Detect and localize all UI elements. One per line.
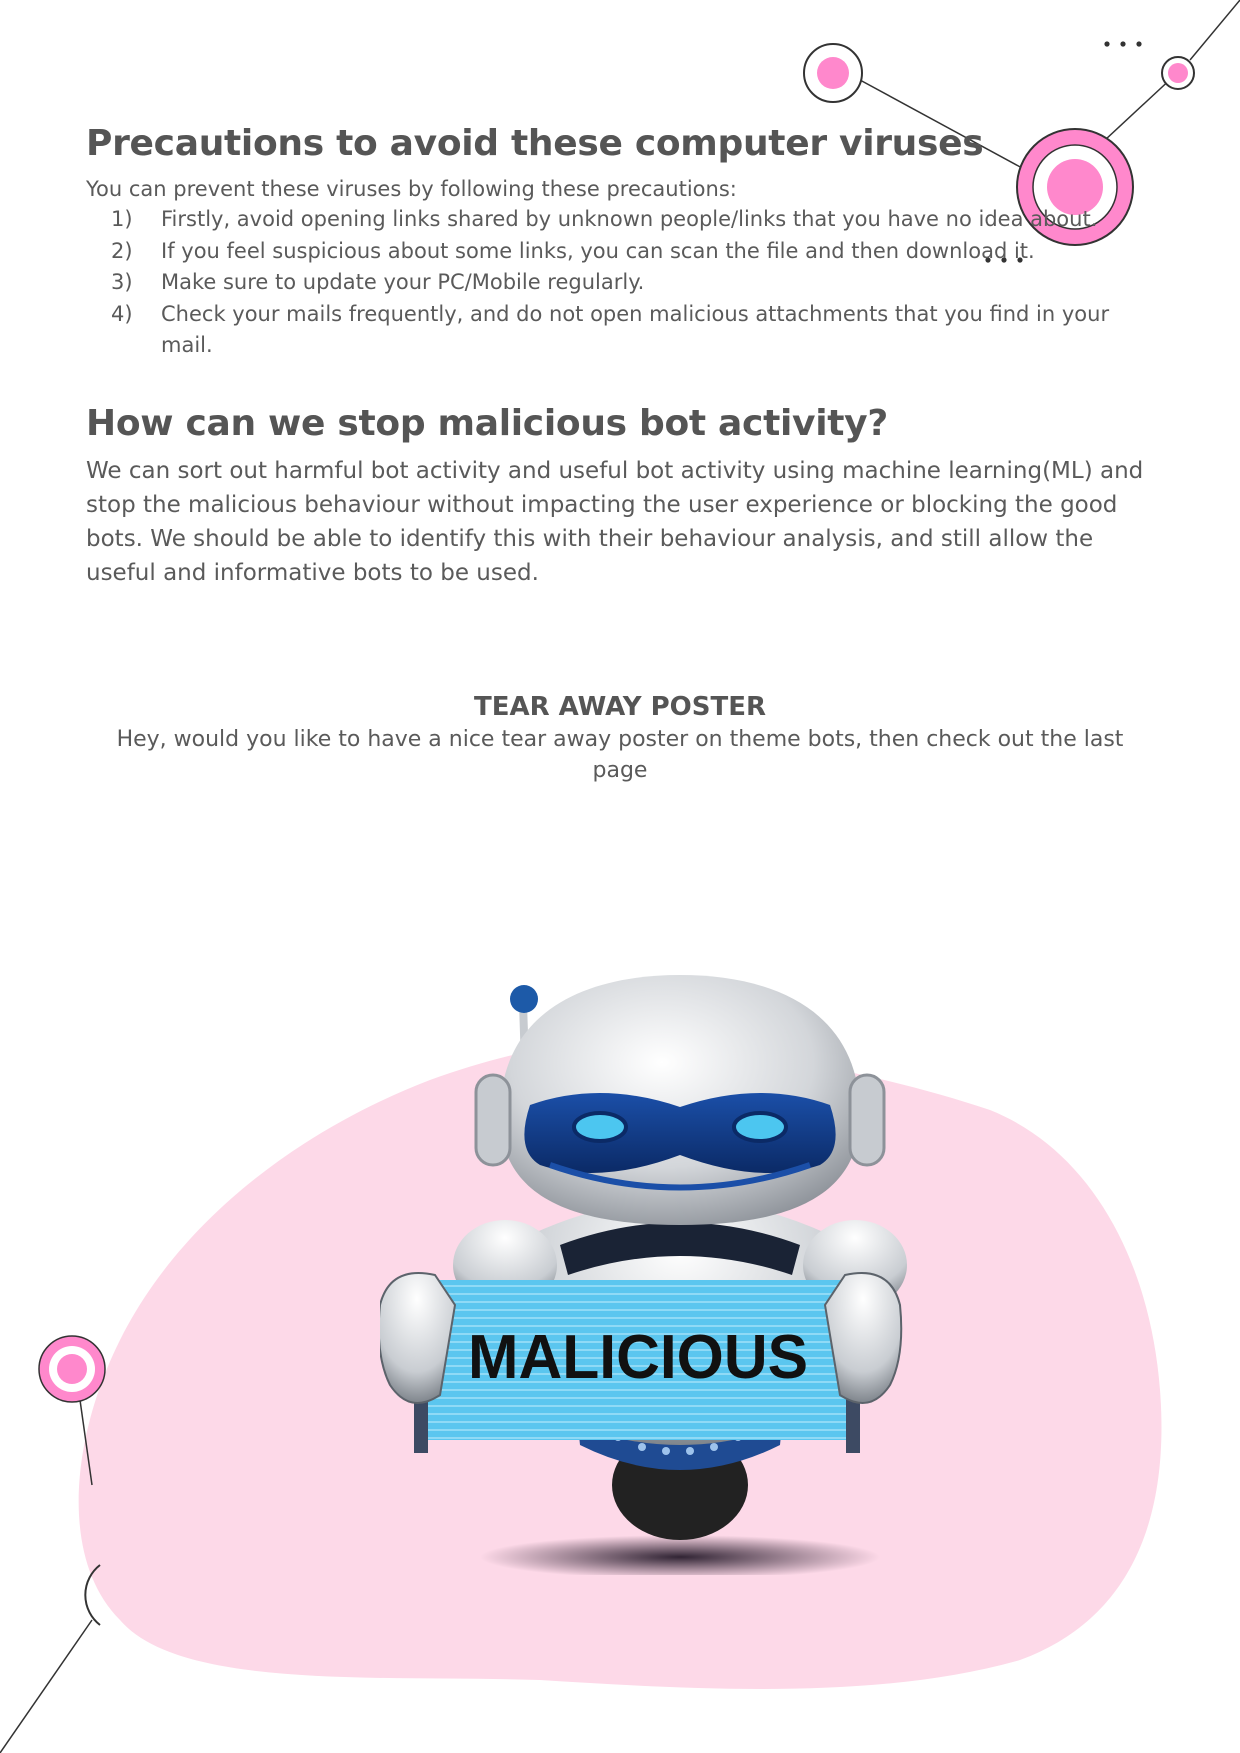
bot-activity-paragraph: We can sort out harmful bot activity and… xyxy=(86,457,1144,586)
list-item: 1) Firstly, avoid opening links shared b… xyxy=(86,204,1146,236)
list-number: 1) xyxy=(111,207,133,231)
dots-icon xyxy=(1104,41,1142,47)
connector-line xyxy=(859,79,1036,176)
tear-away-poster-note: TEAR AWAY POSTER Hey, would you like to … xyxy=(86,690,1154,786)
right-hand xyxy=(823,1272,903,1404)
connector-line xyxy=(0,1619,93,1753)
sign-board xyxy=(420,1280,850,1440)
pink-dot xyxy=(1047,159,1103,215)
left-eye xyxy=(572,1111,628,1143)
robot-shadow xyxy=(480,1535,880,1575)
pink-dot xyxy=(57,1354,87,1384)
pink-dot xyxy=(1168,63,1188,83)
outline-arc xyxy=(84,1564,101,1626)
sign-text: MALICIOUS xyxy=(468,1323,808,1392)
main-content: Precautions to avoid these computer viru… xyxy=(86,118,1146,590)
left-ear xyxy=(474,1073,512,1167)
list-item: 4) Check your mails frequently, and do n… xyxy=(86,299,1146,362)
pink-dot xyxy=(817,57,849,89)
intro-text: You can prevent these viruses by followi… xyxy=(86,177,737,201)
list-number: 3) xyxy=(111,270,133,294)
list-item-text: If you feel suspicious about some links,… xyxy=(161,238,1035,263)
list-number: 2) xyxy=(111,238,133,263)
right-eye xyxy=(732,1111,788,1143)
poster-text: Hey, would you like to have a nice tear … xyxy=(116,727,1124,783)
connector-line xyxy=(79,1399,93,1486)
left-hand xyxy=(380,1272,457,1404)
dots-icon xyxy=(985,257,1023,263)
list-item-text: Make sure to update your PC/Mobile regul… xyxy=(161,270,645,294)
connector-line xyxy=(1104,74,1176,141)
precautions-list: 1) Firstly, avoid opening links shared b… xyxy=(86,204,1146,362)
antenna-ball xyxy=(510,985,538,1013)
section-title-bot-activity: How can we stop malicious bot activity? xyxy=(86,402,888,444)
list-item: 3) Make sure to update your PC/Mobile re… xyxy=(86,267,1146,299)
robot-illustration: MALICIOUS xyxy=(380,975,907,1575)
list-item: 2) If you feel suspicious about some lin… xyxy=(86,236,1146,268)
list-number: 4) xyxy=(111,301,133,326)
poster-title: TEAR AWAY POSTER xyxy=(473,692,767,722)
list-item-text: Check your mails frequently, and do not … xyxy=(161,301,1110,358)
section-title-precautions: Precautions to avoid these computer viru… xyxy=(86,123,984,164)
connector-line xyxy=(1189,0,1240,61)
list-item-text: Firstly, avoid opening links shared by u… xyxy=(161,207,1098,231)
right-ear xyxy=(848,1073,886,1167)
